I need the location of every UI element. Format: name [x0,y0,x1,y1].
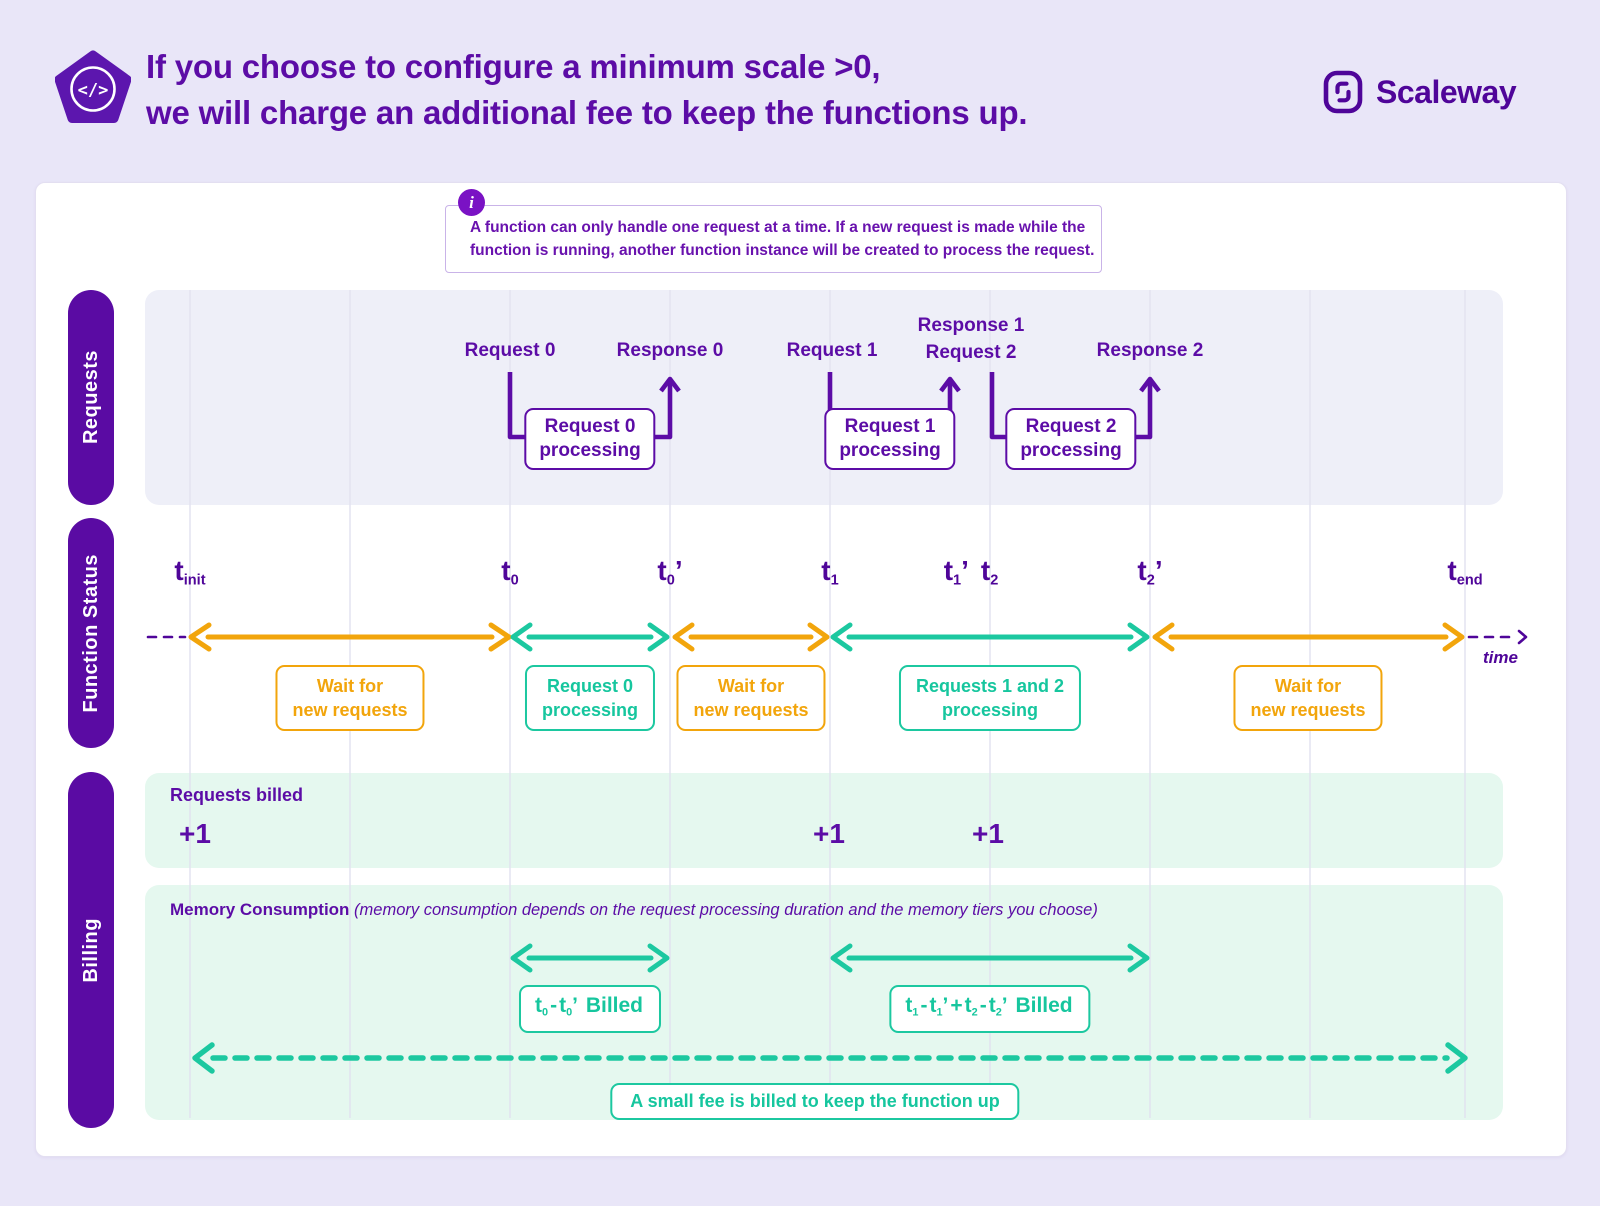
page-title-line2: we will charge an additional fee to keep… [146,94,1028,131]
info-icon: i [458,189,485,216]
billed-duration-box-2: t1-t1’+t2-t2’ Billed [889,985,1091,1034]
tick-t0-prime: t0’ [657,555,683,589]
time-arrowhead [1517,629,1528,645]
requests-billed-title: Requests billed [170,785,304,805]
status-box-wait-3: Wait for new requests [1233,665,1383,731]
functions-badge-icon: </> [54,50,132,126]
response2-label: Response 2 [1096,340,1204,361]
status-box-processing-1-2: Requests 1 and 2 processing [898,665,1082,731]
processing-arrow-2 [830,622,1150,652]
info-note-line2: function is running, another function in… [470,242,1095,259]
wait-arrow-2 [672,622,830,652]
memory-consumption-title: Memory Consumption [170,900,350,919]
scaleway-logo: Scaleway [1322,70,1517,114]
response1-label: Response 1 [917,315,1025,336]
diagram-content: A function can only handle one request a… [35,182,1565,1155]
status-timeline [146,622,1528,652]
info-note: A function can only handle one request a… [445,205,1102,273]
processing-arrow-1 [510,622,670,652]
wait-arrow-1 [188,622,512,652]
billed-increment-0: +1 [179,818,211,849]
svg-text:</>: </> [78,81,109,101]
tick-t1: t1 [821,555,839,589]
request0-label: Request 0 [464,340,556,361]
time-axis-label: time [1483,648,1518,667]
requests-lane-background [145,290,1503,505]
code-pentagon-icon: </> [54,50,132,123]
scaleway-wordmark: Scaleway [1376,73,1517,110]
requests-billed-background [145,773,1503,868]
tick-t2-prime: t2’ [1137,555,1163,589]
billed-increment-1: +1 [813,818,845,849]
page-title-line1: If you choose to configure a minimum sca… [146,48,881,85]
lane-label-requests: Requests [68,290,114,505]
tick-t-init: tinit [174,555,206,589]
request1-processing-box: Request 1 processing [824,408,956,470]
keep-function-up-note: A small fee is billed to keep the functi… [610,1083,1020,1120]
request1-label: Request 1 [786,340,878,361]
status-box-wait-2: Wait for new requests [676,665,826,731]
request0-processing-box: Request 0 processing [524,408,656,470]
lane-label-billing: Billing [68,772,114,1128]
scaleway-logo-icon [1323,70,1363,114]
lane-label-function-status: Function Status [68,518,114,748]
memory-consumption-note: (memory consumption depends on the reque… [349,901,1098,919]
tick-t0: t0 [501,555,519,589]
request2-label: Request 2 [925,342,1017,363]
tick-t-end: tend [1447,555,1483,589]
page-title: If you choose to configure a minimum sca… [146,44,1028,136]
billed-increment-2: +1 [972,818,1004,849]
request2-processing-box: Request 2 processing [1005,408,1137,470]
tick-t1-prime-t2: t1’ t2 [943,555,999,589]
status-box-wait-1: Wait for new requests [275,665,425,731]
memory-consumption-background [145,885,1503,1120]
wait-arrow-3 [1152,622,1465,652]
memory-consumption-heading: Memory Consumption (memory consumption d… [170,900,1098,920]
status-box-processing-0: Request 0 processing [524,665,656,731]
response0-label: Response 0 [616,340,724,361]
billed-duration-box-1: t0-t0’ Billed [518,985,662,1034]
info-note-line1: A function can only handle one request a… [470,219,1086,236]
